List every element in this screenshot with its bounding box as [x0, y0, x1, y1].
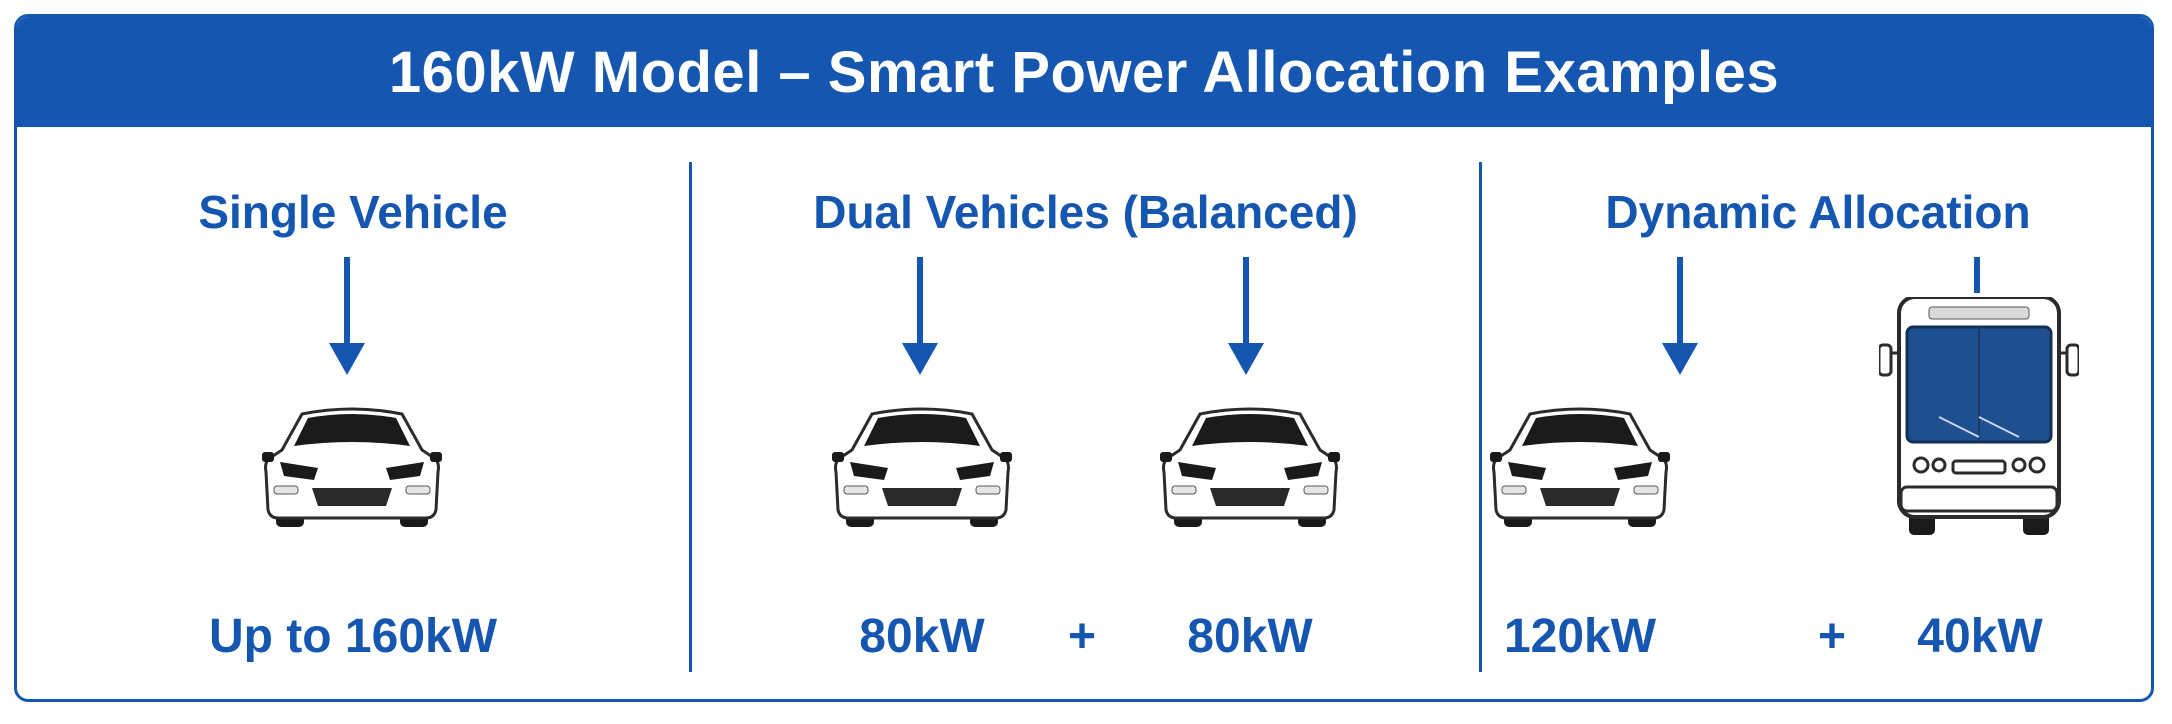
- power-line-icon: [1974, 257, 1980, 293]
- heading-single-vehicle: Single Vehicle: [198, 186, 508, 238]
- label-dynamic-power-2: 40kW: [1917, 610, 2043, 663]
- down-arrow-icon: [1228, 257, 1264, 375]
- title-bar: 160kW Model – Smart Power Allocation Exa…: [17, 17, 2151, 127]
- heading-dual-vehicles: Dual Vehicles (Balanced): [813, 186, 1358, 238]
- down-arrow-icon: [1662, 257, 1698, 375]
- down-arrow-icon: [902, 257, 938, 375]
- bus-icon: [1879, 297, 2079, 535]
- diagram-title: 160kW Model – Smart Power Allocation Exa…: [388, 39, 1780, 105]
- car-icon: [1490, 407, 1670, 527]
- plus-sign-dual: +: [1067, 610, 1097, 663]
- label-single-power: Up to 160kW: [208, 610, 498, 663]
- label-dual-power-2: 80kW: [1187, 610, 1313, 663]
- section-divider-1: [689, 162, 692, 672]
- plus-sign-dynamic: +: [1817, 610, 1847, 663]
- section-divider-2: [1479, 162, 1482, 672]
- car-icon: [1160, 407, 1340, 527]
- car-icon: [832, 407, 1012, 527]
- car-icon: [262, 407, 442, 527]
- label-dynamic-power-1: 120kW: [1503, 610, 1657, 663]
- heading-dynamic-allocation: Dynamic Allocation: [1605, 186, 2031, 238]
- label-dual-power-1: 80kW: [859, 610, 985, 663]
- diagram-frame: 160kW Model – Smart Power Allocation Exa…: [14, 14, 2154, 702]
- down-arrow-icon: [329, 257, 365, 375]
